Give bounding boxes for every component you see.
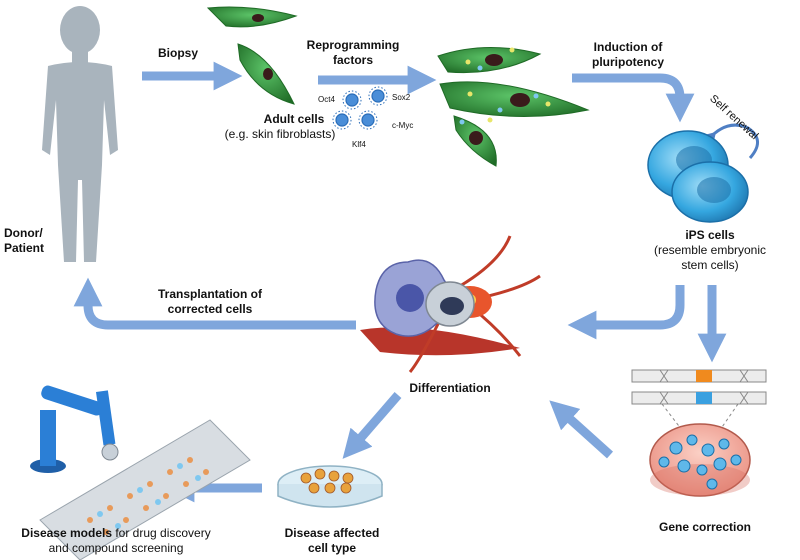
ips-cells — [647, 130, 749, 223]
donor-label: Donor/ Patient — [4, 226, 44, 256]
differentiated-cells — [360, 235, 541, 373]
disease-models-label: Disease models for drug discovery and co… — [4, 526, 228, 556]
factor-klf4: Klf4 — [352, 140, 366, 149]
self-renewal-loop — [704, 123, 759, 159]
reprogramming-factor-particles — [335, 89, 385, 127]
ips-cells-title: iPS cells — [685, 228, 735, 242]
donor-label-line1: Donor/ — [4, 226, 43, 240]
gene-correction-label: Gene correction — [658, 520, 752, 534]
disease-cell-dish — [277, 465, 383, 508]
reprogramming-line2: factors — [332, 53, 373, 67]
flow-arrows — [73, 61, 727, 503]
adult-cells-subtitle: (e.g. skin fibroblasts) — [224, 127, 336, 141]
transplant-line1: Transplantation of — [157, 287, 262, 301]
biopsy-label: Biopsy — [158, 46, 199, 60]
induction-label: Induction of pluripotency — [578, 40, 678, 70]
disease-models-line2: and compound screening — [48, 541, 184, 555]
induction-line2: pluripotency — [591, 55, 664, 69]
screening-robot — [30, 385, 251, 560]
reprogramming-factors-label: Reprogramming factors — [298, 38, 408, 68]
reprogramming-line1: Reprogramming — [306, 38, 400, 52]
disease-affected-label: Disease affected cell type — [272, 526, 392, 556]
factor-oct4: Oct4 — [318, 95, 335, 104]
donor-silhouette — [42, 6, 118, 262]
donor-label-line2: Patient — [4, 241, 45, 255]
particle-spikes — [332, 86, 388, 130]
induction-line1: Induction of — [593, 40, 663, 54]
ips-sub-line2: stem cells) — [681, 258, 739, 272]
arrow-induction — [572, 73, 695, 123]
arrow-ips-differentiation — [567, 285, 685, 340]
differentiation-label: Differentiation — [409, 381, 491, 395]
transplantation-label: Transplantation of corrected cells — [140, 287, 280, 317]
disease-models-bold: Disease models — [21, 526, 112, 540]
disease-models-line1: Disease models for drug discovery — [4, 526, 228, 541]
arrow-transplant — [73, 277, 356, 330]
adult-fibroblast-cells — [206, 6, 298, 105]
ips-sub-line1: (resemble embryonic — [653, 243, 767, 257]
gene-correction-dish — [649, 423, 751, 497]
arrow-gene-differentiation — [549, 400, 614, 459]
disease-affected-line2: cell type — [307, 541, 357, 555]
ips-cells-subtitle: (resemble embryonic stem cells) — [640, 243, 780, 273]
factor-sox2: Sox2 — [392, 93, 411, 102]
adult-cells-title: Adult cells — [263, 112, 325, 126]
gene-sequence-strips — [631, 369, 767, 431]
arrow-differentiation-disease — [342, 392, 402, 459]
factor-cmyc: c-Myc — [392, 121, 414, 130]
transplant-line2: corrected cells — [167, 302, 253, 316]
disease-affected-line1: Disease affected — [284, 526, 380, 540]
reprogrammed-cells — [437, 46, 590, 167]
disease-models-rest: for drug discovery — [112, 526, 211, 540]
